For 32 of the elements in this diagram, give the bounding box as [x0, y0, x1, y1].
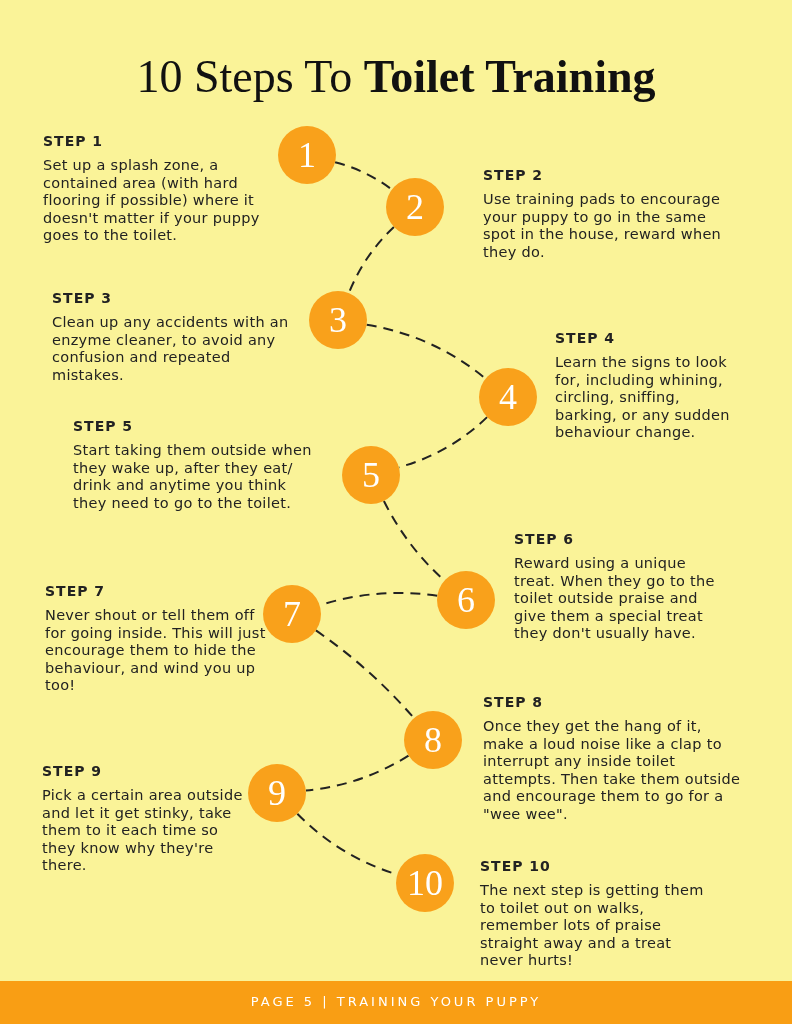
step-heading: STEP 6 [514, 531, 575, 547]
step-description: Learn the signs to look for, including whining, circling, sniffing, barking, or any sudden behaviour change. [555, 354, 731, 442]
step-number-circle: 3 [309, 291, 367, 349]
step-number-circle: 1 [278, 126, 336, 184]
step-heading: STEP 3 [52, 290, 113, 306]
step-heading: STEP 8 [483, 694, 544, 710]
step-number-circle: 8 [404, 711, 462, 769]
step-heading: STEP 1 [43, 133, 104, 149]
step-description: Reward using a unique treat. When they go to the toilet outside praise and give them a special treat they don't usually have. [514, 555, 716, 643]
footer-caption: PAGE 5 | TRAINING YOUR PUPPY [249, 994, 543, 1009]
step-heading: STEP 5 [73, 418, 134, 434]
step-description: Set up a splash zone, a contained area (with hard flooring if possible) where it doesn't matter if your puppy goes to the toilet. [43, 157, 261, 245]
step-heading: STEP 7 [45, 583, 106, 599]
step-description: Use training pads to encourage your puppy to go in the same spot in the house, reward when they do. [483, 191, 723, 261]
step-number-circle: 6 [437, 571, 495, 629]
step-number-circle: 9 [248, 764, 306, 822]
step-heading: STEP 9 [42, 763, 103, 779]
step-description: Clean up any accidents with an enzyme cleaner, to avoid any confusion and repeated mistakes. [52, 314, 290, 384]
step-heading: STEP 10 [480, 858, 551, 874]
step-description: The next step is getting them to toilet out on walks, remember lots of praise straight away and a treat never hurts! [480, 882, 705, 970]
title: 10 Steps To Toilet Training [135, 50, 657, 103]
step-description: Start taking them outside when they wake up, after they eat/ drink and anytime you think they need to go to the toilet. [73, 442, 313, 512]
step-heading: STEP 4 [555, 330, 616, 346]
step-number-circle: 10 [396, 854, 454, 912]
step-heading: STEP 2 [483, 167, 544, 183]
dashed-connector [304, 754, 410, 792]
dashed-connector [334, 161, 393, 191]
step-description: Pick a certain area outside and let it get stinky, take them to it each time so they know why they're there. [42, 787, 244, 875]
step-number-circle: 2 [386, 178, 444, 236]
step-number-circle: 5 [342, 446, 400, 504]
step-description: Once they get the hang of it, make a loud noise like a clap to interrupt any inside toilet attempts. Then take them outside and encourage them to go for a "wee wee". [483, 718, 742, 823]
step-number-circle: 4 [479, 368, 537, 426]
